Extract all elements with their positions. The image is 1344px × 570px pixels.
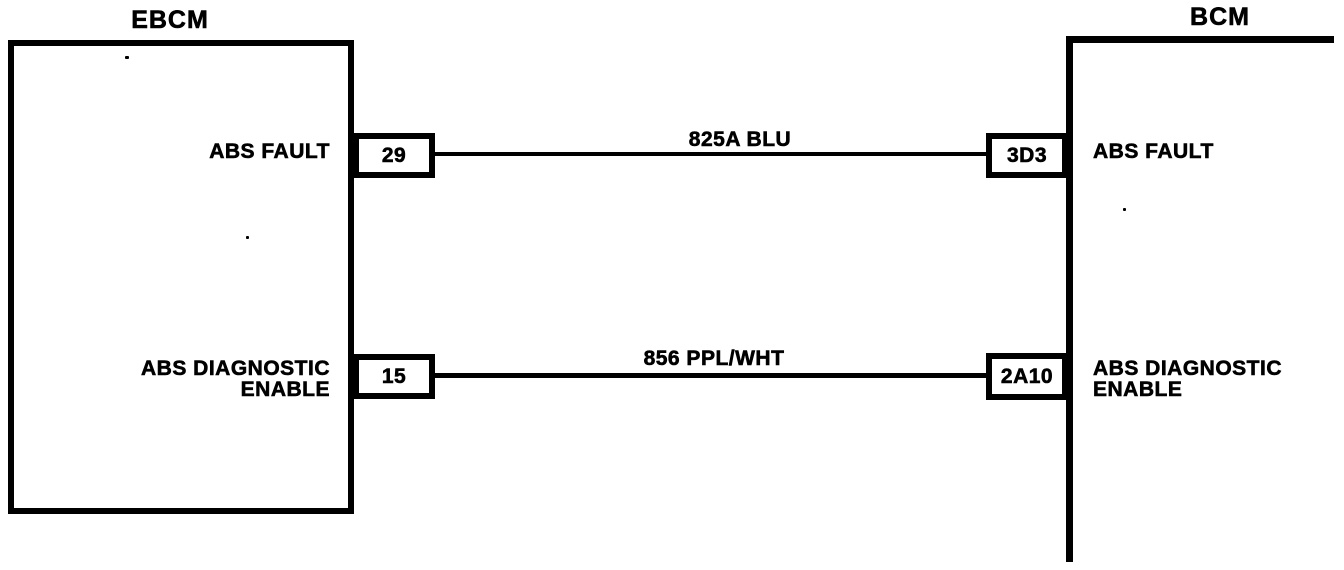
scan-speck [125,56,129,59]
signal-text: ABS FAULT [209,140,330,163]
pin-terminal: 29 [381,143,407,167]
scan-speck [1123,208,1126,211]
wire-856-pplwht-label: 856 PPL/WHT [643,347,785,371]
signal-text: ABS FAULT [1093,140,1214,163]
scan-speck [246,236,249,239]
bcm-module-title: BCM [1190,3,1250,32]
bcm-pin2a10-signal-label: ABS DIAGNOSTIC ENABLE [1093,357,1283,401]
wire-856-pplwht [435,373,988,378]
ebcm-pin29-signal-label: ABS FAULT [90,140,330,163]
bcm-module-outline [1066,36,1334,562]
bcm-pin-3d3: 3D3 [986,133,1068,178]
signal-text-line2: ENABLE [240,378,330,401]
wire-825a-blu [435,152,988,156]
wire-825a-blu-label: 825A BLU [688,128,792,152]
signal-text-line1: ABS DIAGNOSTIC [140,357,330,380]
pin-terminal: 3D3 [1006,143,1048,167]
bcm-pin-2a10: 2A10 [986,353,1068,400]
pin-terminal: 2A10 [1000,364,1054,388]
ebcm-pin-29: 29 [353,133,435,178]
ebcm-module-title: EBCM [131,6,209,35]
ebcm-module-box [8,40,354,514]
signal-text-line2: ENABLE [1093,378,1183,401]
bcm-pin3d3-signal-label: ABS FAULT [1093,140,1214,163]
ebcm-pin15-signal-label: ABS DIAGNOSTIC ENABLE [60,357,330,401]
pin-terminal: 15 [381,364,407,388]
ebcm-pin-15: 15 [353,354,435,399]
signal-text-line1: ABS DIAGNOSTIC [1093,357,1283,380]
